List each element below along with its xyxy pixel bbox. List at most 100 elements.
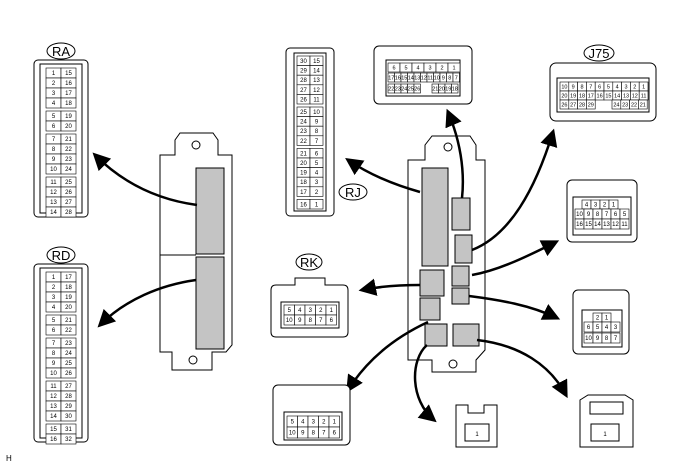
RJ-pin-label: 24 [300, 120, 307, 126]
J75-pin-label: 4 [616, 85, 619, 91]
RD-pin-label: 31 [65, 427, 72, 433]
top-center-cell [452, 72, 460, 83]
right-mid-pin-label: 11 [621, 222, 628, 228]
RJ-pin-label: 6 [315, 151, 319, 157]
right-lower-cell [610, 332, 621, 344]
right-lower-pin-label: 3 [614, 325, 618, 331]
RJ-pin-label: 26 [300, 97, 307, 103]
connector-RJ-label: RJ [345, 185, 361, 200]
RA-pin-label: 3 [52, 91, 56, 97]
J75-pin-label: 21 [640, 103, 646, 109]
right-mid-pin-label: 3 [594, 203, 598, 209]
right-mid-pin-label: 6 [614, 212, 618, 218]
top-center-pin-label: 3 [428, 66, 431, 72]
top-center-pin-label: 7 [455, 76, 458, 82]
J75-pin-label: 15 [605, 94, 611, 100]
connector-RA-label-bubble [46, 42, 76, 60]
RD-pin-label: 10 [50, 371, 57, 377]
RD-pin-label: 17 [65, 275, 72, 281]
J75-pin-label: 16 [597, 94, 603, 100]
RD-pin-label: 18 [65, 285, 72, 291]
RD-pin-label: 14 [50, 414, 57, 420]
top-center-pin-label: 20 [439, 87, 445, 93]
arrow-to-J75 [471, 128, 558, 252]
RJ-pin-label: 5 [315, 161, 319, 167]
bottom-left-pin-label: 7 [322, 431, 326, 437]
top-center-pin-label: 9 [442, 76, 445, 82]
RA-pin-label: 28 [65, 210, 72, 216]
top-center-pin-label: 22 [388, 87, 394, 93]
RJ-pin-label: 23 [300, 129, 307, 135]
J75-pin-label: 17 [588, 94, 594, 100]
RK-pin-label: 2 [319, 308, 323, 314]
right-lower-pin-label: 8 [605, 336, 609, 342]
arrow-to-RJ [345, 158, 421, 194]
RD-pin-label: 3 [52, 295, 56, 301]
arrow-to-top-center [445, 108, 465, 199]
RJ-pin-label: 12 [313, 88, 320, 94]
right-mid-pin-label: 9 [587, 212, 591, 218]
RD-pin-label: 20 [65, 305, 72, 311]
J75-pin-label: 5 [607, 85, 610, 91]
top-center-pin-label: 17 [388, 76, 394, 82]
RD-pin-label: 1 [52, 275, 56, 281]
connector-single-a: 1 [455, 404, 498, 448]
right-mid-pin-label: 5 [623, 212, 627, 218]
top-center-pin-label: 2 [440, 66, 443, 72]
J75-pin-label: 7 [589, 85, 592, 91]
bottom-left-pin-label: 5 [291, 420, 295, 426]
arrow-to-bottom-left [346, 320, 429, 393]
RJ-pin-label: 7 [315, 139, 319, 145]
RJ-pin-label: 10 [313, 110, 320, 116]
RA-cell [60, 163, 77, 175]
arrow-lines [92, 108, 568, 423]
RA-pin-label: 9 [52, 157, 56, 163]
bottom-left-pin-label: 2 [322, 420, 326, 426]
connector-single-b: 1 [579, 394, 634, 448]
right-lower-pin-label: 9 [596, 336, 600, 342]
RA-pin-label: 15 [65, 71, 72, 77]
top-center-pin-label: 18 [452, 87, 458, 93]
RJ-pin-label: 28 [300, 78, 307, 84]
RA-pin-label: 16 [65, 81, 72, 87]
RA-pin-label: 14 [50, 210, 57, 216]
J75-pin-label: 6 [598, 85, 601, 91]
RD-pin-label: 23 [65, 341, 72, 347]
J75-pin-label: 23 [622, 103, 628, 109]
single-a-pin: 1 [475, 432, 479, 438]
RD-pin-label: 29 [65, 404, 72, 410]
right-junction-block [407, 135, 486, 373]
bottom-left-cell [328, 426, 340, 439]
connector-J75-label: J75 [589, 46, 610, 61]
RD-pin-label: 7 [52, 341, 56, 347]
RK-pin-label: 3 [309, 308, 313, 314]
RD-pin-label: 19 [65, 295, 72, 301]
RD-pin-label: 26 [65, 371, 72, 377]
top-center-pin-label: 26 [414, 87, 420, 93]
connector-RK-label: RK [300, 255, 318, 270]
right-mid-pin-label: 15 [585, 222, 592, 228]
RD-pin-label: 6 [52, 328, 56, 334]
RD-pin-label: 4 [52, 305, 56, 311]
RD-pin-label: 28 [65, 394, 72, 400]
RD-pin-label: 27 [65, 384, 72, 390]
RD-pin-label: 25 [65, 361, 72, 367]
J75-pin-label: 11 [641, 94, 647, 100]
RA-pin-label: 2 [52, 81, 56, 87]
RJ-pin-label: 14 [313, 69, 320, 75]
top-center-pin-label: 5 [404, 66, 407, 72]
J75-pin-label: 18 [579, 94, 585, 100]
bottom-left-pin-label: 3 [312, 420, 316, 426]
top-center-pin-label: 1 [452, 66, 455, 72]
RA-pin-label: 6 [52, 124, 56, 130]
RD-pin-label: 8 [52, 351, 56, 357]
